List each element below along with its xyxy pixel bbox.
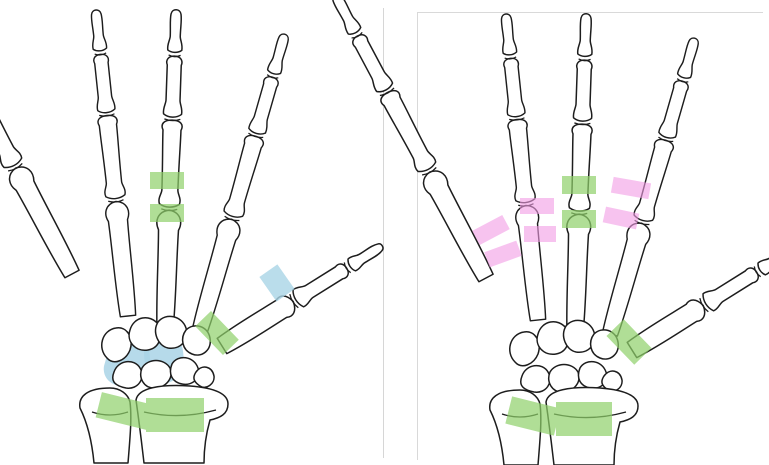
right-little-finger bbox=[325, 0, 496, 284]
right-thumb bbox=[626, 240, 769, 359]
left-ring-finger bbox=[85, 9, 140, 317]
left-blue-thumb-highlight bbox=[259, 264, 294, 301]
right-hand bbox=[325, 0, 769, 465]
left-little-finger bbox=[0, 0, 82, 280]
right-middle-finger bbox=[563, 13, 598, 334]
right-ring-finger bbox=[495, 13, 550, 321]
right-carpals bbox=[510, 320, 622, 392]
left-hand bbox=[0, 0, 388, 463]
left-thumb bbox=[216, 236, 388, 355]
left-middle-finger bbox=[153, 9, 188, 330]
